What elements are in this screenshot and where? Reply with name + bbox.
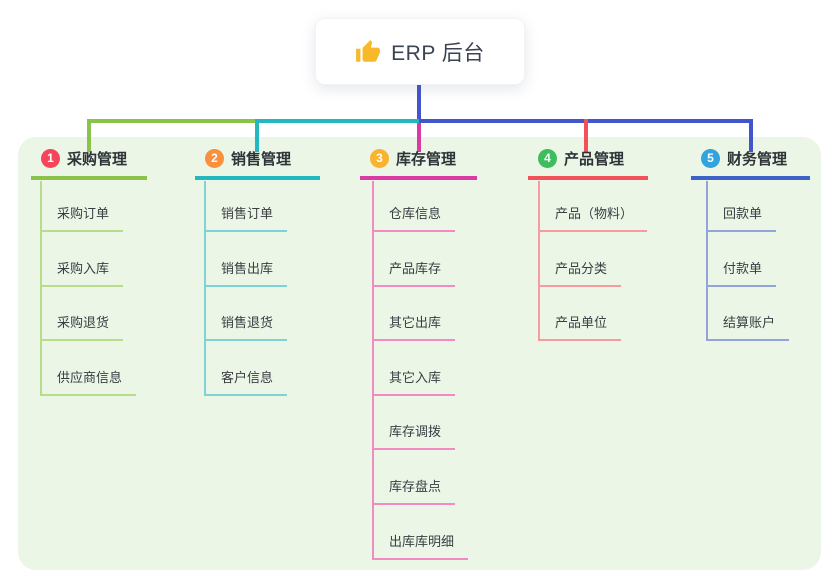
node-product-category[interactable]: 产品分类 [538,259,622,287]
branch-label-finance: 财务管理 [727,151,788,168]
connector-spine-product [538,181,540,341]
node-purchase-return[interactable]: 采购退货 [40,313,124,341]
badge-1: 1 [41,149,60,168]
root-title: ERP 后台 [391,41,485,65]
branch-header-inventory[interactable]: 3 库存管理 [360,148,477,180]
branch-header-purchase[interactable]: 1 采购管理 [31,148,147,180]
branch-header-finance[interactable]: 5 财务管理 [691,148,810,180]
thumbs-up-icon [356,39,381,62]
branch-header-sales[interactable]: 2 销售管理 [195,148,320,180]
node-other-outbound[interactable]: 其它出库 [372,313,456,341]
node-settlement-account[interactable]: 结算账户 [706,313,790,341]
mindmap-panel [18,137,821,570]
connector-spine-finance [706,181,708,341]
connector-bus-purchase [87,119,257,123]
node-inout-detail[interactable]: 出库库明细 [372,532,469,560]
node-other-inbound[interactable]: 其它入库 [372,368,456,396]
connector-drop-purchase [87,119,91,152]
node-customer-info[interactable]: 客户信息 [204,368,288,396]
branch-label-purchase: 采购管理 [67,151,128,168]
node-payment-doc[interactable]: 付款单 [706,259,777,287]
root-node[interactable]: ERP 后台 [315,18,525,85]
node-product-material[interactable]: 产品（物料） [538,204,648,232]
node-receipt-doc[interactable]: 回款单 [706,204,777,232]
connector-drop-product [584,119,588,152]
connector-drop-inventory [417,123,421,152]
branch-label-product: 产品管理 [564,151,625,168]
connector-spine-purchase [40,181,42,396]
node-product-stock[interactable]: 产品库存 [372,259,456,287]
node-stock-transfer[interactable]: 库存调拨 [372,422,456,450]
badge-2: 2 [205,149,224,168]
branch-label-sales: 销售管理 [231,151,292,168]
node-sales-outbound[interactable]: 销售出库 [204,259,288,287]
connector-root-stem [417,83,421,119]
badge-5: 5 [701,149,720,168]
connector-drop-finance [749,119,753,152]
connector-spine-sales [204,181,206,396]
node-purchase-order[interactable]: 采购订单 [40,204,124,232]
node-product-unit[interactable]: 产品单位 [538,313,622,341]
node-warehouse-info[interactable]: 仓库信息 [372,204,456,232]
badge-4: 4 [538,149,557,168]
node-purchase-inbound[interactable]: 采购入库 [40,259,124,287]
connector-bus-sales [255,119,419,123]
badge-3: 3 [370,149,389,168]
node-stock-count[interactable]: 库存盘点 [372,477,456,505]
node-sales-return[interactable]: 销售退货 [204,313,288,341]
branch-header-product[interactable]: 4 产品管理 [528,148,648,180]
node-supplier-info[interactable]: 供应商信息 [40,368,137,396]
connector-drop-sales [255,119,259,152]
connector-spine-inventory [372,181,374,560]
node-sales-order[interactable]: 销售订单 [204,204,288,232]
branch-label-inventory: 库存管理 [396,151,457,168]
